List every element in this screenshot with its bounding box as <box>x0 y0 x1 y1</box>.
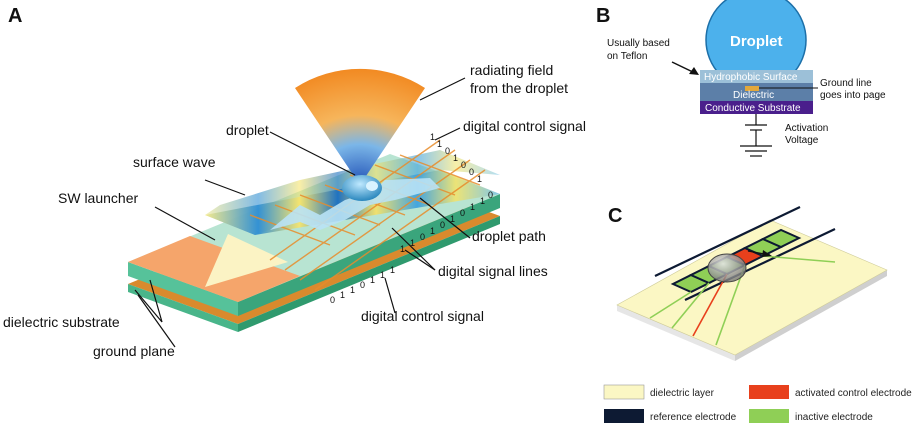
bit-bottom: 1 <box>340 290 345 300</box>
panel-label-c: C <box>608 205 622 227</box>
droplet-highlight <box>366 181 378 191</box>
sw-launcher-label: SW launcher <box>58 190 138 206</box>
bit-top: 1 <box>437 139 442 149</box>
legend-label-activated: activated control electrode <box>795 388 912 399</box>
conductive-label: Conductive Substrate <box>705 103 801 114</box>
digital-control-signal-top-label: digital control signal <box>463 118 586 134</box>
ground-line-label-2: goes into page <box>820 90 886 101</box>
legend-swatch-reference <box>604 409 644 423</box>
bit-bottom: 0 <box>330 295 335 305</box>
hydrophobic-label: Hydrophobic Surface <box>704 72 798 83</box>
board-right-side <box>735 270 887 361</box>
bits-right-group: 0 1 1 0 1 0 1 0 1 1 <box>400 190 493 254</box>
inactive-electrode <box>760 228 802 249</box>
bit-top: 1 <box>453 153 458 163</box>
hydrophobic-layer <box>700 70 813 83</box>
activation-label-1: Activation <box>785 123 828 134</box>
bit-bottom: 1 <box>380 270 385 280</box>
droplet-path-arrow <box>270 178 440 230</box>
bit-right: 1 <box>450 214 455 224</box>
bit-right: 1 <box>470 202 475 212</box>
legend-swatch-activated <box>749 385 789 399</box>
lower-substrate-side <box>238 216 500 332</box>
droplet-path-label: droplet path <box>472 228 546 244</box>
conductive-substrate-layer <box>700 101 813 114</box>
radiating-field-label-1: radiating field <box>470 62 553 78</box>
ground-line-marker <box>745 86 759 91</box>
dielectric-b-label: Dielectric <box>733 90 774 101</box>
activation-source-symbol <box>740 114 772 157</box>
bit-right: 1 <box>430 226 435 236</box>
usually-label-2: on Teflon <box>607 51 647 62</box>
droplet-b-label: Droplet <box>730 33 783 50</box>
usually-arrow <box>671 61 699 75</box>
board-front-side <box>617 305 735 361</box>
reference-electrode-lines <box>654 206 836 301</box>
surface-wave-label: surface wave <box>133 154 216 170</box>
slab-front-face <box>128 262 238 316</box>
bit-right: 0 <box>440 220 445 230</box>
lower-substrate-layer <box>128 284 238 332</box>
legend-swatch-dielectric <box>603 384 645 400</box>
bit-top: 1 <box>477 174 482 184</box>
activation-label-2: Voltage <box>785 135 819 146</box>
digital-signal-lines-label: digital signal lines <box>438 263 548 279</box>
digital-control-signal-bottom-label: digital control signal <box>361 308 484 324</box>
leader-lines-a <box>134 77 471 348</box>
bit-right: 0 <box>488 190 493 200</box>
droplet-label: droplet <box>226 122 269 138</box>
legend-label-inactive: inactive electrode <box>795 412 873 423</box>
bits-top-group: 1 1 0 1 0 0 1 <box>430 132 482 184</box>
dielectric-substrate-label: dielectric substrate <box>3 314 120 330</box>
bit-right: 0 <box>420 232 425 242</box>
radiating-field-label-2: from the droplet <box>470 80 568 96</box>
radiating-field-fan <box>295 68 425 185</box>
bit-right: 1 <box>400 244 405 254</box>
ground-line-label-1: Ground line <box>820 78 872 89</box>
bit-bottom: 1 <box>370 275 375 285</box>
bit-bottom: 1 <box>350 285 355 295</box>
panel-label-b: B <box>596 5 610 27</box>
bit-right: 1 <box>410 238 415 248</box>
sw-launcher-inner <box>205 234 288 287</box>
panel-label-a: A <box>8 5 22 27</box>
bits-bottom-group: 0 1 1 0 1 1 1 <box>330 265 395 305</box>
bit-right: 1 <box>480 196 485 206</box>
legend-label-reference: reference electrode <box>650 412 737 423</box>
legend-swatch-inactive <box>749 409 789 423</box>
direction-arrow <box>747 250 772 257</box>
bit-top: 0 <box>461 160 466 170</box>
bit-top: 0 <box>445 146 450 156</box>
droplet-c <box>707 253 747 283</box>
slab-right-face <box>238 194 500 316</box>
bit-top: 0 <box>469 167 474 177</box>
legend-label-dielectric: dielectric layer <box>650 388 715 399</box>
bit-bottom: 1 <box>390 265 395 275</box>
ground-plane-label: ground plane <box>93 343 175 359</box>
dielectric-layer-board <box>616 219 888 356</box>
usually-label-1: Usually based <box>607 38 670 49</box>
bit-top: 1 <box>430 132 435 142</box>
legend: dielectric layer activated control elect… <box>603 384 912 423</box>
bit-right: 0 <box>460 208 465 218</box>
bit-bottom: 0 <box>360 280 365 290</box>
